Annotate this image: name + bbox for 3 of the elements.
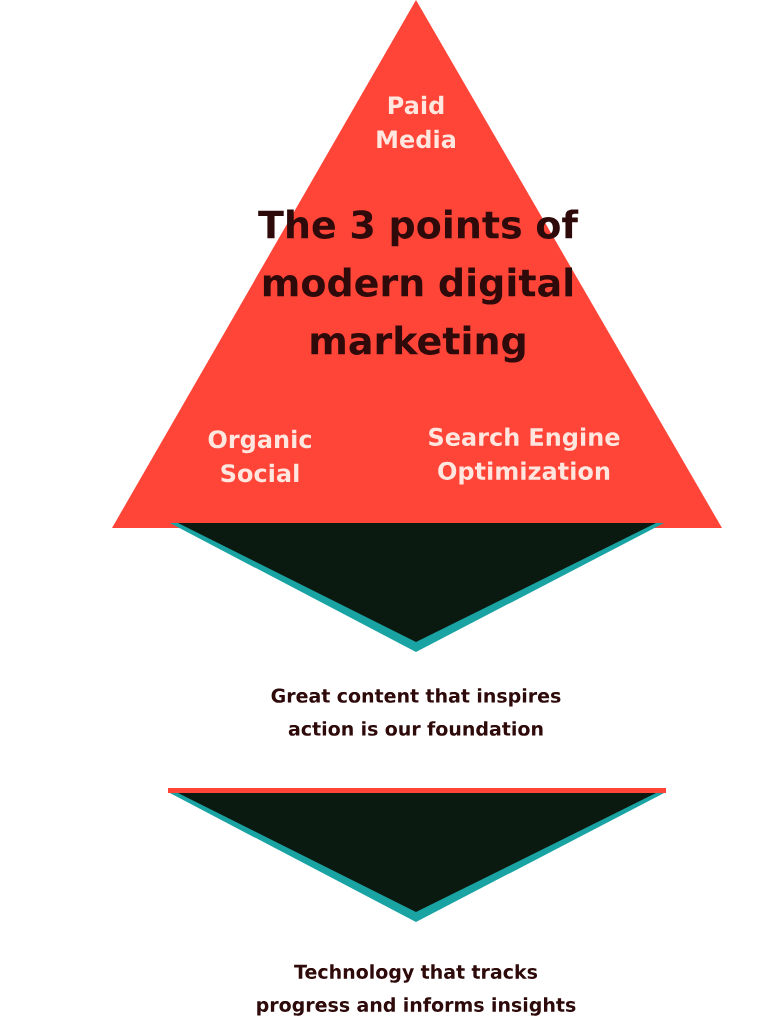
inverted-triangle [168,788,666,922]
caption-text: Great content that inspires action is our foundation [271,688,561,736]
caption-text: Technology that tracks progress and informs insights [257,964,576,1016]
